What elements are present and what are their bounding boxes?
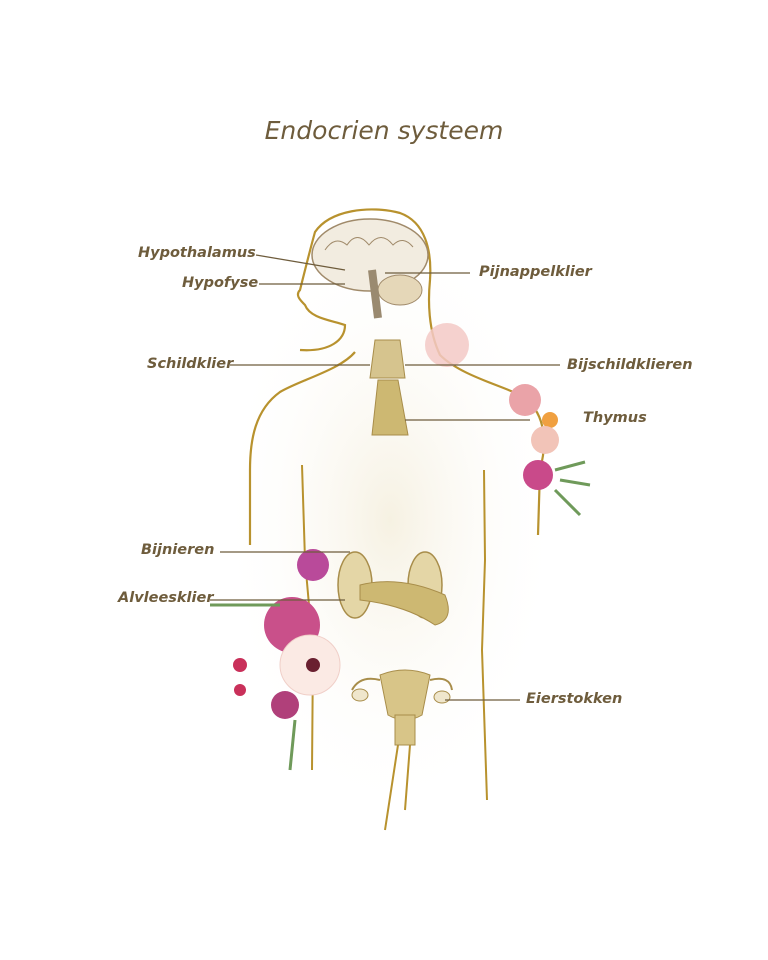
- leader-lines: [210, 254, 560, 701]
- label-alvleesklier: Alvleesklier: [118, 590, 214, 606]
- pancreas-icon: [359, 581, 449, 626]
- thyroid-icon: [369, 339, 406, 379]
- body-outline-left: [248, 351, 356, 545]
- label-bijschildklieren: Bijschildklieren: [567, 357, 693, 373]
- label-hypothalamus: Hypothalamus: [138, 245, 256, 261]
- brain-icon: [311, 218, 429, 319]
- torso-right: [480, 469, 488, 801]
- label-pijnappelklier: Pijnappelklier: [479, 264, 592, 280]
- body-outline: [296, 208, 546, 536]
- ovaries-icon: [351, 669, 453, 746]
- flowers-decoration: [210, 323, 591, 771]
- label-bijnieren: Bijnieren: [141, 542, 215, 558]
- label-hypofyse: Hypofyse: [182, 275, 259, 291]
- diagram-title: Endocrien systeem: [264, 116, 504, 145]
- thymus-icon: [371, 379, 409, 436]
- label-schildklier: Schildklier: [147, 356, 234, 372]
- label-thymus: Thymus: [583, 410, 647, 426]
- legs: [384, 744, 411, 831]
- label-eierstokken: Eierstokken: [526, 691, 623, 707]
